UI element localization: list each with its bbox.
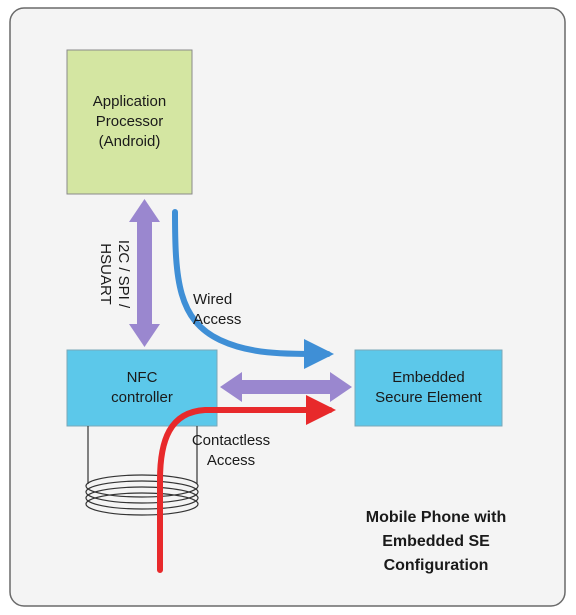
contactless-access-line-1: Contactless	[191, 432, 271, 449]
nfc-controller-label: NFC controller	[67, 350, 217, 426]
contactless-access-line-2: Access	[206, 452, 256, 469]
diagram-caption: Mobile Phone with Embedded SE Configurat…	[346, 506, 526, 578]
contactless-access-arrow	[157, 395, 336, 573]
wired-access-label: Wired Access	[193, 290, 241, 330]
bus-label: I2C / SPI / HSUART	[96, 228, 132, 320]
nfc-se-double-arrow	[220, 372, 352, 402]
application-processor-box	[66, 49, 193, 195]
caption-line-2: Embedded SE	[382, 533, 490, 550]
wired-access-line-2: Access	[193, 311, 242, 328]
bus-label-line-1: I2C / SPI /	[115, 239, 132, 309]
secure-element-line-1: Embedded	[392, 369, 465, 386]
app-processor-line-2: Processor	[95, 113, 164, 130]
caption-line-3: Configuration	[383, 557, 489, 574]
bus-label-line-2: HSUART	[97, 243, 114, 305]
wired-access-arrow	[172, 209, 334, 369]
app-processor-line-1: Application	[92, 93, 167, 110]
secure-element-label: Embedded Secure Element	[355, 350, 502, 426]
wired-access-line-1: Wired	[193, 291, 233, 308]
nfc-controller-line-2: controller	[111, 389, 173, 406]
nfc-controller-line-1: NFC	[126, 369, 158, 386]
caption-line-1: Mobile Phone with	[365, 509, 507, 526]
antenna-coil	[85, 426, 199, 516]
app-processor-line-3: (Android)	[98, 133, 161, 150]
bus-double-arrow	[129, 199, 160, 347]
secure-element-box	[354, 349, 503, 427]
secure-element-line-2: Secure Element	[375, 389, 482, 406]
contactless-access-label: Contactless Access	[187, 431, 275, 471]
application-processor-label: Application Processor (Android)	[67, 50, 192, 194]
